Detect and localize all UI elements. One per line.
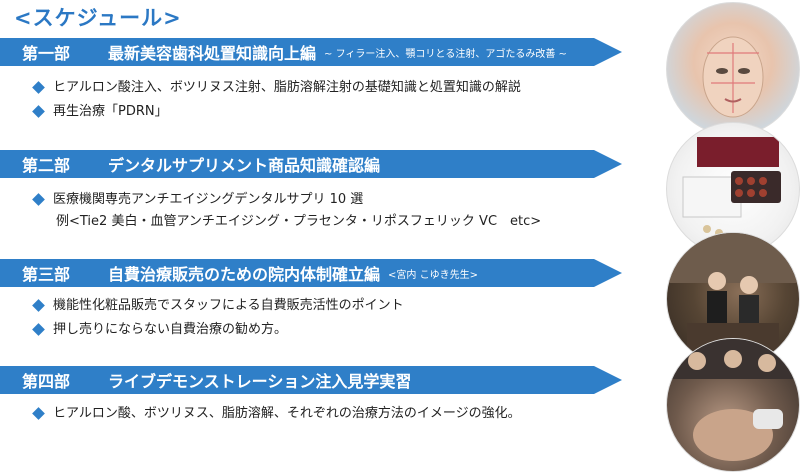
- list-item: 押し売りにならない自費治療の勧め方。: [32, 320, 287, 340]
- section-1-part: 第一部: [22, 44, 71, 63]
- clinic-staff-photo: [666, 232, 800, 366]
- diamond-bullet-icon: [32, 322, 45, 336]
- section-2-name: デンタルサプリメント商品知識確認編: [108, 156, 381, 175]
- section-1-banner: 第一部 最新美容歯科処置知識向上編 ~ フィラー注入、顎コリとる注射、アゴたるみ…: [0, 38, 622, 66]
- list-item: ヒアルロン酸注入、ボツリヌス注射、脂肪溶解注射の基礎知識と処置知識の解説: [32, 78, 521, 98]
- diamond-bullet-icon: [32, 298, 45, 312]
- list-item: 再生治療「PDRN」: [32, 102, 168, 122]
- section-3-part: 第三部: [22, 265, 71, 284]
- diamond-bullet-icon: [32, 192, 45, 206]
- list-item-continuation: 例<Tie2 美白・血管アンチエイジング・プラセンタ・リポスフェリック VC e…: [56, 214, 542, 229]
- list-item: ヒアルロン酸、ボツリヌス、脂肪溶解、それぞれの治療方法のイメージの強化。: [32, 404, 521, 424]
- section-4-banner: 第四部 ライブデモンストレーション注入見学実習: [0, 366, 622, 394]
- face-analysis-photo: [666, 2, 800, 136]
- diamond-bullet-icon: [32, 104, 45, 118]
- supplement-product-photo: [666, 122, 800, 256]
- schedule-heading: <スケジュール>: [14, 6, 182, 30]
- section-2-part: 第二部: [22, 156, 71, 175]
- diamond-bullet-icon: [32, 406, 45, 420]
- section-3-name: 自費治療販売のための院内体制確立編: [108, 265, 381, 284]
- list-item: 医療機関専売アンチエイジングデンタルサプリ 10 選: [32, 190, 363, 210]
- section-1-subtitle: ~ フィラー注入、顎コリとる注射、アゴたるみ改善 ~: [324, 48, 567, 60]
- section-3-banner: 第三部 自費治療販売のための院内体制確立編 <宮内 こゆき先生>: [0, 259, 622, 287]
- section-1-name: 最新美容歯科処置知識向上編: [108, 44, 317, 63]
- section-2-banner: 第二部 デンタルサプリメント商品知識確認編: [0, 150, 622, 178]
- list-item: 機能性化粧品販売でスタッフによる自費販売活性のポイント: [32, 296, 404, 316]
- section-4-name: ライブデモンストレーション注入見学実習: [108, 372, 412, 391]
- section-3-subtitle: <宮内 こゆき先生>: [388, 269, 478, 281]
- live-demonstration-photo: [666, 338, 800, 472]
- diamond-bullet-icon: [32, 80, 45, 94]
- section-4-part: 第四部: [22, 372, 71, 391]
